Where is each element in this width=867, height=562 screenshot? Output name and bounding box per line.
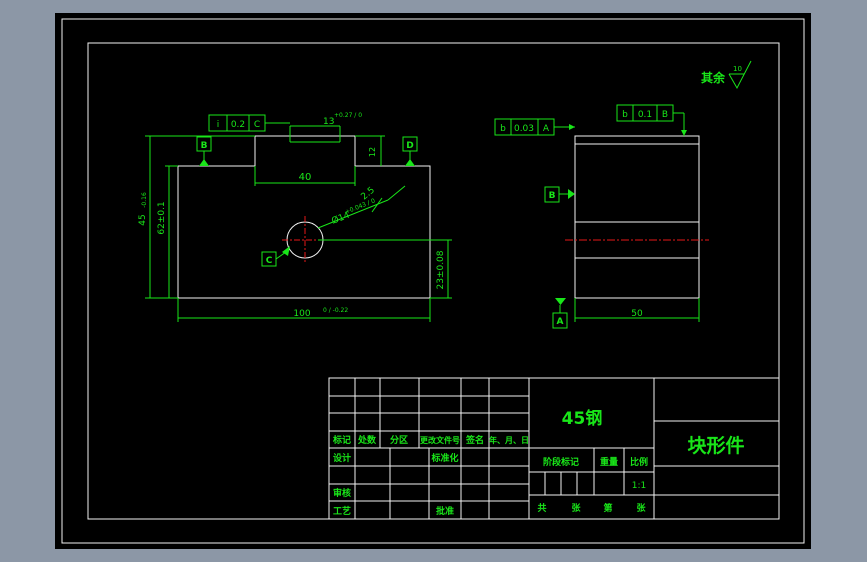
side-outline [574, 135, 700, 299]
dim-height-45-tol: -0.16 [141, 192, 148, 208]
dim-slot-width: 40 [299, 172, 312, 183]
label-standardize: 标准化 [430, 452, 458, 464]
label-stage-mark: 阶段标记 [543, 456, 579, 468]
datum-b-side-triangle [568, 189, 575, 199]
datum-b-front: B [201, 141, 208, 151]
drawing-sheet [55, 13, 811, 549]
datum-a-side: A [557, 317, 564, 327]
label-weight: 重量 [600, 456, 618, 468]
datum-a-triangle [555, 298, 566, 305]
fcf-left-tolerance: 0.03 [514, 124, 534, 134]
dim-width-100-tol: 0 / -0.22 [323, 307, 348, 314]
fcf-flatness-datum: C [254, 120, 260, 130]
datum-c-front: C [266, 256, 273, 266]
scale-value: 1:1 [632, 481, 646, 491]
dim-slot-depth-tol: +0.27 / 0 [334, 112, 362, 119]
dim-height-45: 45 [138, 214, 148, 225]
dim-slot-depth: 13 [323, 117, 334, 127]
fcf-flatness-symbol: i [217, 120, 220, 130]
label-approve: 批准 [436, 505, 454, 517]
roughness-label: 其余 [701, 70, 726, 85]
dim-height-23: 23±0.08 [436, 250, 446, 289]
header-date: 年、月、日 [489, 435, 529, 445]
material: 45钢 [562, 408, 603, 429]
side-view: 50 b 0.03 A b 0.1 B B A [494, 104, 709, 329]
dim-height-62: 62±0.1 [157, 201, 167, 234]
datum-b-side: B [549, 191, 556, 201]
surface-roughness-note: 其余 10 [701, 60, 752, 90]
header-zone: 分区 [390, 434, 408, 446]
label-total: 共 [537, 502, 546, 514]
title-block: 45钢 块形件 标记 处数 分区 更改文件号 签名 年、月、日 设计 标准化 审… [328, 377, 780, 520]
front-view: 40 13 +0.27 / 0 12 45 -0.16 62±0.1 100 0… [138, 112, 452, 322]
datum-b-triangle [199, 159, 209, 166]
dim-12: 12 [368, 147, 377, 157]
fcf-left-datum: A [543, 124, 550, 134]
fcf-right-symbol: b [622, 110, 628, 120]
label-review: 审核 [333, 487, 351, 499]
label-sheets: 张 [571, 502, 581, 514]
datum-d-triangle [405, 159, 415, 166]
header-change-doc: 更改文件号 [420, 435, 460, 445]
dim-width-100: 100 [293, 309, 310, 319]
fcf-right-datum: B [662, 110, 668, 120]
fcf-right-tolerance: 0.1 [638, 110, 652, 120]
header-count: 处数 [357, 434, 377, 446]
outer-border [61, 18, 805, 544]
part-name: 块形件 [687, 434, 744, 457]
datum-d-front: D [406, 141, 413, 151]
label-design: 设计 [333, 452, 351, 464]
label-scale: 比例 [630, 456, 648, 468]
datum-c-triangle [282, 246, 290, 256]
label-sheet: 张 [636, 502, 646, 514]
label-process: 工艺 [333, 505, 351, 517]
dim-width-50: 50 [631, 309, 643, 319]
label-number: 第 [603, 502, 612, 514]
header-sign: 签名 [465, 434, 484, 446]
header-mark: 标记 [332, 434, 351, 446]
fcf-flatness-tolerance: 0.2 [231, 120, 245, 130]
roughness-value: 10 [733, 65, 742, 73]
fcf-left-symbol: b [500, 124, 506, 134]
